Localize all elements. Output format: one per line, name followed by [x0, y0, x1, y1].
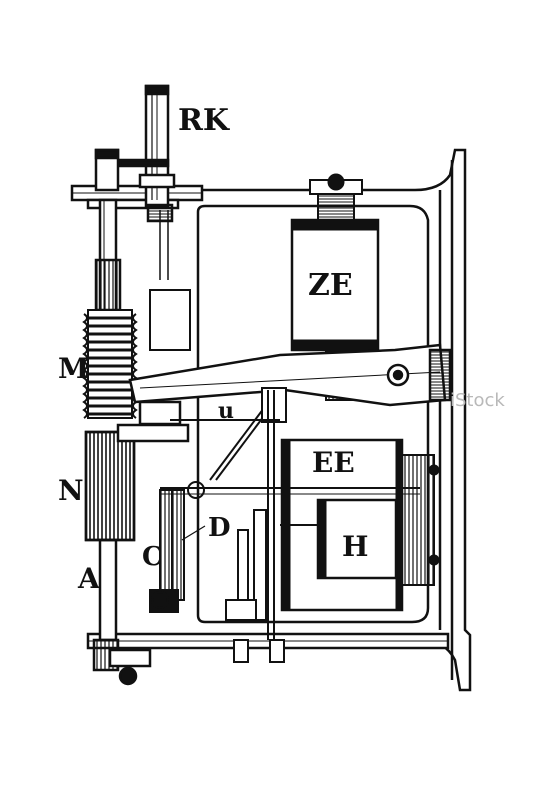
label-pointers: [181, 525, 206, 541]
label-a: A: [77, 562, 101, 595]
label-m: M: [58, 352, 89, 385]
rk-rod: [118, 84, 176, 223]
internal-linkage: [225, 390, 285, 663]
h-block: [280, 498, 398, 580]
label-ee: EE: [312, 446, 355, 479]
armature-cd: [149, 489, 185, 613]
label-n: N: [58, 474, 84, 507]
label-c: C: [142, 542, 163, 572]
label-ze: ZE: [308, 268, 353, 303]
label-rk: RK: [178, 103, 230, 138]
lever: [128, 289, 452, 407]
label-d: D: [208, 513, 231, 543]
bottom-bar: [86, 632, 450, 650]
label-h: H: [342, 530, 368, 563]
spring-m: [82, 309, 138, 419]
label-u: u: [218, 398, 234, 424]
top-bar: [70, 184, 204, 210]
watermark-text: iStock: [450, 390, 505, 411]
cylinder-n: [84, 400, 190, 542]
